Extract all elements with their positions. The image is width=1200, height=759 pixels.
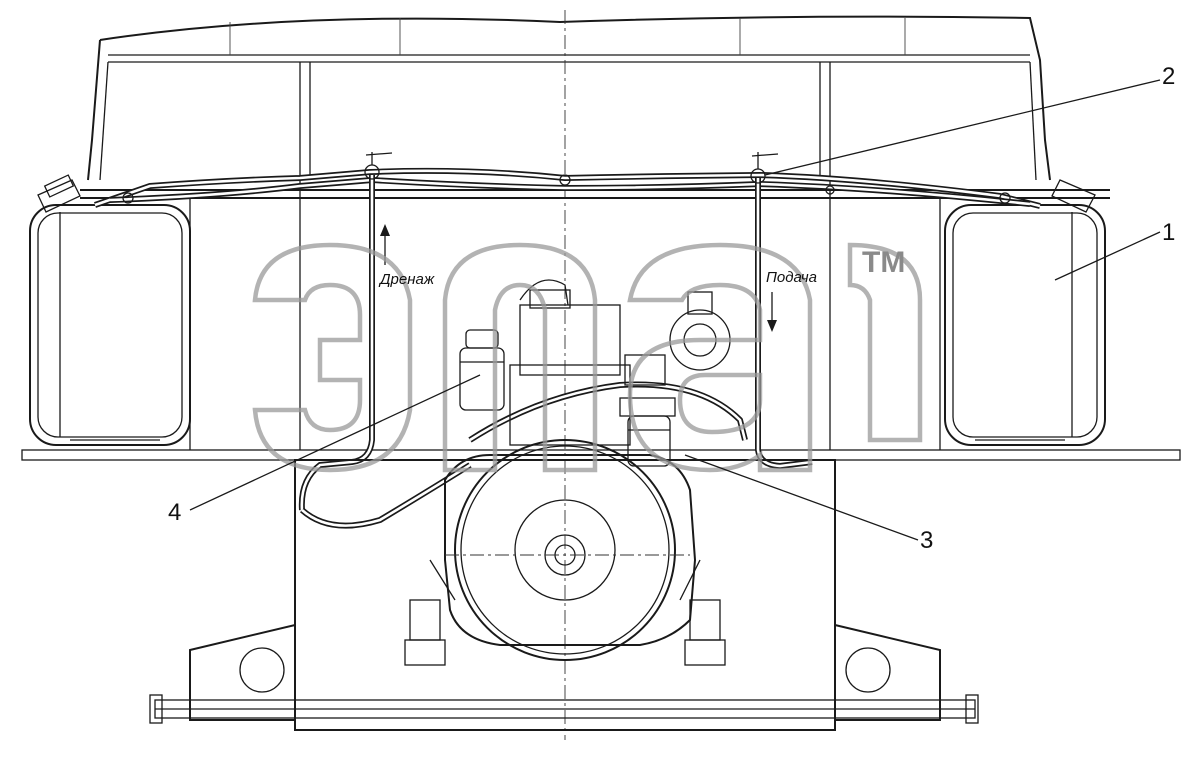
fuel-lines <box>94 152 1041 529</box>
fuel-filter-coarse <box>459 329 505 411</box>
drain-label: Дренаж <box>378 271 435 288</box>
callout-1: 1 <box>1162 219 1175 246</box>
callout-3: 3 <box>920 527 933 554</box>
cab-body <box>87 10 1051 740</box>
frame-beam <box>21 175 1181 461</box>
lower-frame <box>149 459 979 731</box>
watermark: TM <box>252 242 923 473</box>
fuel-tank-left <box>29 174 191 446</box>
trademark-mark: TM <box>862 246 905 279</box>
callout-2: 2 <box>1162 63 1175 90</box>
fuel-tank-right <box>944 179 1106 446</box>
leader-lines <box>189 79 1161 541</box>
fuel-filter-fine <box>619 397 676 467</box>
supply-label: Подача <box>766 269 817 286</box>
callout-4: 4 <box>168 499 181 526</box>
engine-mounts <box>404 559 726 666</box>
